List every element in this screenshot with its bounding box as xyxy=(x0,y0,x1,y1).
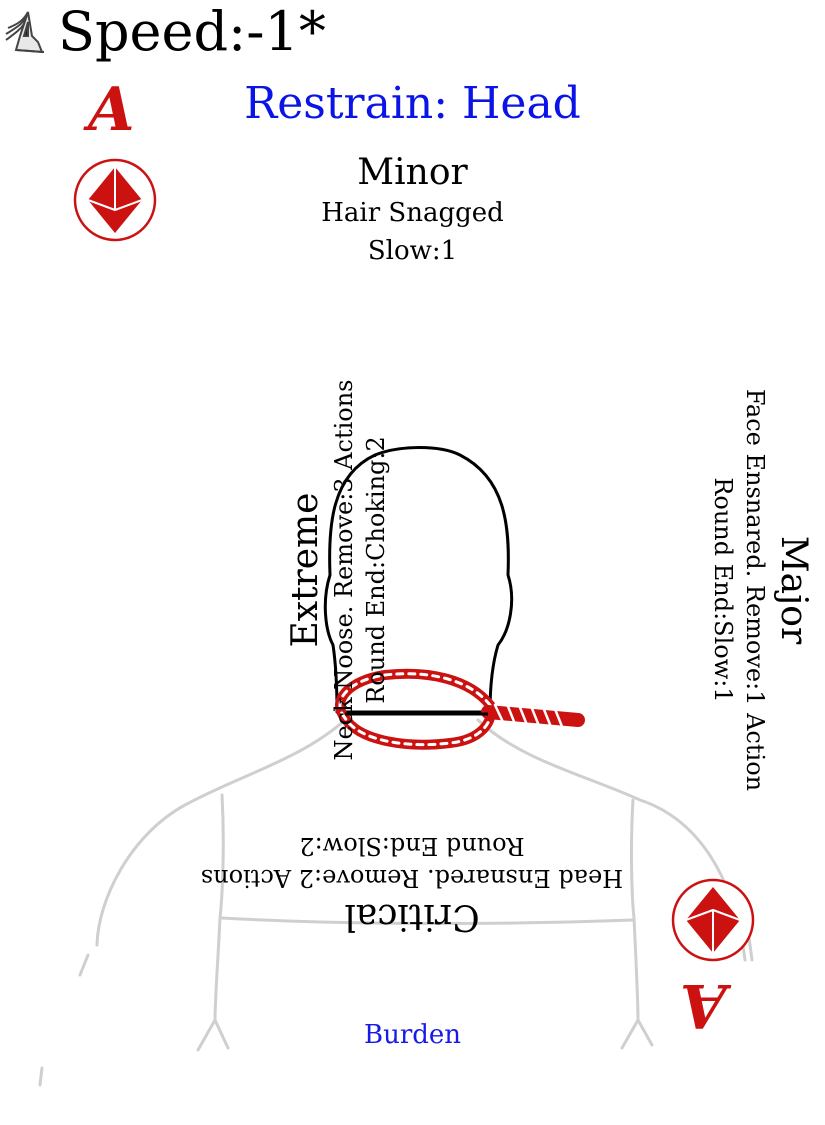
major-heading: Major xyxy=(773,535,814,645)
critical-heading: Critical xyxy=(344,896,480,937)
critical-line-1: Head Ensnared. Remove:2 Actions xyxy=(200,864,624,892)
rank-top: A xyxy=(88,75,135,145)
diamond-suit-icon xyxy=(668,875,758,965)
extreme-heading: Extreme xyxy=(285,492,326,648)
speed-text: Speed:-1* xyxy=(58,0,326,63)
critical-line-2: Round End:Slow:2 xyxy=(299,832,525,860)
card-title: Restrain: Head xyxy=(244,78,581,129)
diamond-suit-icon xyxy=(70,155,160,245)
critical-block: Critical Head Ensnared. Remove:2 Actions… xyxy=(112,830,712,938)
minor-heading: Minor xyxy=(357,152,468,193)
minor-line-2: Slow:1 xyxy=(367,236,458,266)
extreme-line-2: Round End:Choking:2 xyxy=(362,436,390,704)
winged-boot-icon xyxy=(5,11,45,53)
major-line-1: Face Ensnared. Remove:1 Action xyxy=(741,388,769,792)
minor-line-1: Hair Snagged xyxy=(321,198,504,228)
extreme-block: Extreme Neck Noose. Remove:3 Actions Rou… xyxy=(284,220,524,920)
speed-stat: Speed:-1* xyxy=(0,0,825,63)
extreme-line-1: Neck Noose. Remove:3 Actions xyxy=(330,379,358,761)
card-footer: Burden xyxy=(363,1020,462,1050)
